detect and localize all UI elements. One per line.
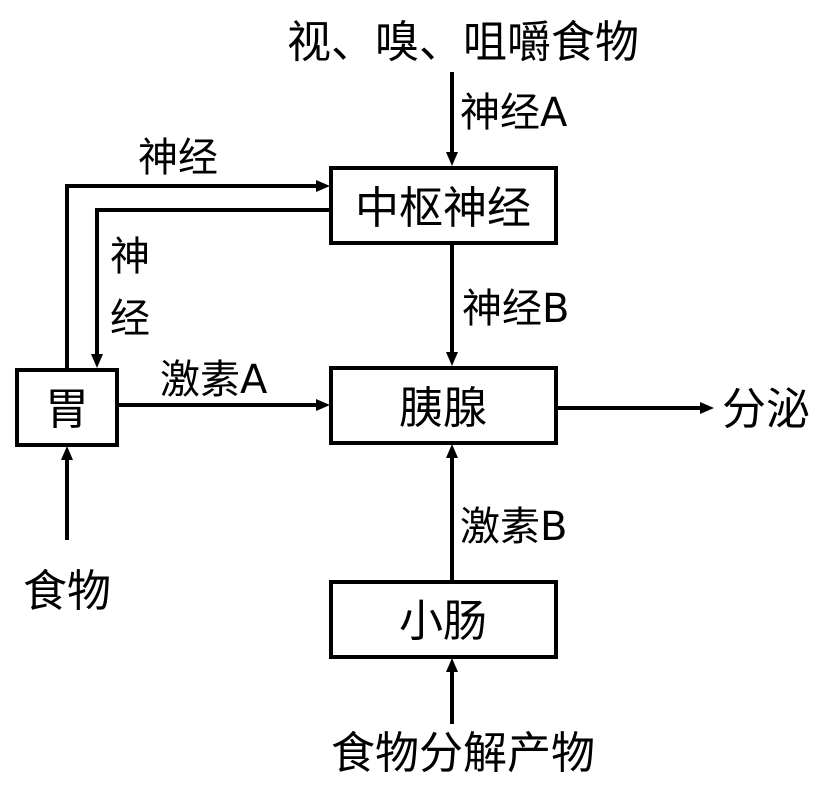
arrow-stomach-to-cns (65, 184, 316, 370)
hormone-a-label: 激素A (160, 357, 268, 403)
small-intestine-box (329, 580, 558, 659)
food-label: 食物 (23, 566, 111, 617)
stomach-box (15, 368, 119, 447)
arrowhead-cns-to-stomach (91, 354, 103, 368)
hormone-b-label: 激素B (460, 504, 567, 550)
small-intestine-label: 小肠 (399, 596, 487, 647)
digestion-products-label: 食物分解产物 (331, 728, 595, 779)
arrowhead-pancreas-to-secretion (700, 402, 714, 414)
nerve-a-label: 神经A (460, 90, 568, 136)
arrowhead-stimulus-to-cns (446, 152, 458, 166)
stomach-label: 胃 (45, 384, 89, 435)
arrowhead-intestine-to-pancreas (446, 444, 458, 458)
nerve-vertical-label-1: 神 (110, 234, 150, 280)
nerve-b-label: 神经B (462, 286, 569, 332)
arrowhead-cns-to-pancreas (446, 352, 458, 366)
arrowhead-stomach-to-cns (316, 180, 330, 192)
nerve-vertical-label-2: 经 (110, 296, 150, 342)
pancreas-label: 胰腺 (399, 383, 487, 434)
pancreas-box (329, 366, 558, 445)
arrow-cns-to-stomach (95, 208, 331, 354)
cns-box (329, 166, 558, 245)
arrowhead-stomach-to-pancreas (316, 399, 330, 411)
stimulus-label: 视、嗅、咀嚼食物 (287, 17, 639, 68)
arrowhead-food-to-stomach (61, 446, 73, 460)
arrowhead-products-to-intestine (446, 658, 458, 672)
secretion-label: 分泌 (722, 384, 810, 435)
cns-label: 中枢神经 (355, 183, 531, 234)
nerve-top-label: 神经 (138, 135, 218, 181)
